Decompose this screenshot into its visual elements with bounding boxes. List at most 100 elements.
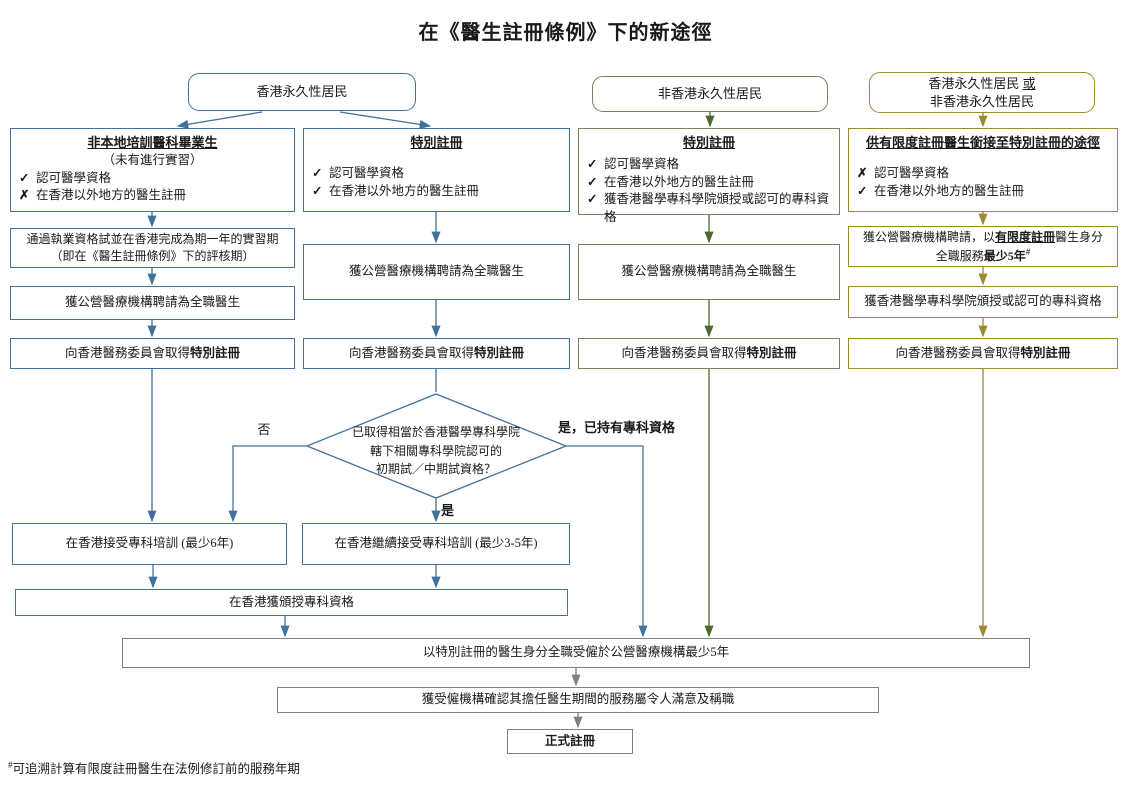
box-col1-public-employment: 獲公營醫療機構聘請為全職醫生: [10, 286, 295, 320]
cross-icon: ✗: [857, 166, 868, 181]
cross-icon: ✗: [19, 188, 30, 203]
criteria-item-text: 認可醫學資格: [329, 166, 405, 181]
limited-reg-line2-part1: 全職服務: [935, 248, 984, 263]
confirmation-text: 獲受僱機構確認其擔任醫生期間的服務屬令人滿意及稱職: [421, 692, 735, 707]
footnote-hash: #: [8, 759, 13, 770]
col1-criteria-title: 非本地培訓醫科畢業生: [87, 135, 218, 150]
criteria-item: ✗ 認可醫學資格: [857, 165, 1109, 183]
special-reg-text: 向香港醫務委員會取得特別註冊: [65, 345, 240, 363]
box-col4-limited-reg-service: 獲公營醫療機構聘請，以有限度註冊醫生身分 全職服務最少5年#: [848, 226, 1118, 267]
decision-question: 已取得相當於香港醫學專科學院 轄下相關專科學院認可的 初期試／中期試資格？: [320, 423, 552, 479]
decision-diamond: [305, 393, 568, 499]
box-col4-fellowship: 獲香港醫學專科學院頒授或認可的專科資格: [848, 286, 1118, 318]
special-reg-prefix: 向香港醫務委員會取得: [621, 345, 747, 360]
criteria-item: ✗ 在香港以外地方的醫生註冊: [19, 187, 286, 205]
criteria-item-text: 在香港以外地方的醫生註冊: [604, 174, 755, 189]
limited-reg-line2: 全職服務最少5年#: [936, 246, 1031, 265]
employment-text: 獲公營醫療機構聘請為全職醫生: [621, 264, 797, 279]
box-col4-criteria: 供有限度註冊醫生銜接至特別註冊的途徑 ✗ 認可醫學資格 ✓ 在香港以外地方的醫生…: [848, 128, 1118, 212]
decision-line2: 轄下相關專科學院認可的: [369, 443, 502, 458]
box-col3-special-registration: 向香港醫務委員會取得特別註冊: [578, 338, 840, 369]
fellowship-text: 獲香港醫學專科學院頒授或認可的專科資格: [864, 294, 1102, 309]
box-specialist-training-3-5y: 在香港繼續接受專科培訓 (最少3-5年): [302, 523, 570, 565]
special-reg-text: 向香港醫務委員會取得特別註冊: [895, 345, 1070, 363]
blue-path-arrows: [147, 111, 648, 638]
special-reg-text: 向香港醫務委員會取得特別註冊: [621, 345, 796, 363]
header-hk-permanent-resident: 香港永久性居民: [188, 73, 416, 111]
training-right-text: 在香港繼續接受專科培訓 (最少3-5年): [334, 536, 538, 551]
limited-reg-min-5-years: 最少5年: [983, 248, 1026, 263]
col1-criteria-subtitle: （未有進行實習）: [102, 153, 203, 168]
box-employed-5-years: 以特別註冊的醫生身分全職受僱於公營醫療機構最少5年: [122, 638, 1030, 668]
footnote: #可追溯計算有限度註冊醫生在法例修訂前的服務年期: [8, 758, 300, 777]
box-col2-public-employment: 獲公營醫療機構聘請為全職醫生: [303, 244, 570, 300]
criteria-item-text: 在香港以外地方的醫生註冊: [36, 188, 187, 203]
criteria-item-text: 認可醫學資格: [604, 157, 680, 172]
decision-line1: 已取得相當於香港醫學專科學院: [351, 425, 520, 439]
limited-reg-bold-underline: 有限度註冊: [994, 229, 1055, 244]
check-icon: ✓: [857, 183, 868, 198]
criteria-item-text: 認可醫學資格: [874, 166, 950, 181]
check-icon: ✓: [587, 192, 598, 207]
criteria-item-text: 認可醫學資格: [36, 170, 112, 185]
criteria-item: ✓ 獲香港醫學專科學院頒授或認可的專科資格: [587, 191, 831, 226]
criteria-item: ✓ 認可醫學資格: [587, 156, 831, 174]
header-either-resident: 香港永久性居民 或 非香港永久性居民: [869, 72, 1095, 113]
box-col3-criteria: 特別註冊 ✓ 認可醫學資格 ✓ 在香港以外地方的醫生註冊 ✓ 獲香港醫學專科學院…: [578, 128, 840, 224]
col2-criteria-title: 特別註冊: [410, 135, 463, 150]
check-icon: ✓: [312, 183, 323, 198]
limited-reg-part1: 獲公營醫療機構聘請，以: [862, 229, 995, 244]
header-either-pre: 香港永久性居民: [928, 75, 1023, 91]
box-col2-special-registration: 向香港醫務委員會取得特別註冊: [303, 338, 570, 369]
header-non-hk-permanent-resident: 非香港永久性居民: [592, 76, 828, 112]
box-employer-confirmation: 獲受僱機構確認其擔任醫生期間的服務屬令人滿意及稱職: [277, 687, 879, 713]
decision-line3: 初期試／中期試資格？: [375, 462, 496, 477]
limited-reg-line1: 獲公營醫療機構聘請，以有限度註冊醫生身分: [863, 229, 1103, 246]
full-registration-text: 正式註冊: [544, 733, 595, 748]
exam-line2: （即在《醫生註冊條例》下的評核期）: [50, 249, 255, 263]
special-reg-bold: 特別註冊: [474, 345, 525, 360]
special-reg-prefix: 向香港醫務委員會取得: [64, 345, 190, 360]
footnote-marker: #: [1025, 246, 1031, 257]
award-text: 在香港獲頒授專科資格: [228, 594, 354, 609]
criteria-item-text: 在香港以外地方的醫生註冊: [329, 183, 480, 198]
header-non-hk-label: 非香港永久性居民: [657, 85, 762, 101]
box-col1-special-registration: 向香港醫務委員會取得特別註冊: [10, 338, 295, 369]
criteria-item: ✓ 在香港以外地方的醫生註冊: [587, 174, 831, 192]
footnote-text: 可追溯計算有限度註冊醫生在法例修訂前的服務年期: [12, 762, 301, 776]
employment-text: 獲公營醫療機構聘請為全職醫生: [64, 295, 240, 310]
col4-criteria-title: 供有限度註冊醫生銜接至特別註冊的途徑: [865, 135, 1100, 150]
header-hk-label: 香港永久性居民: [256, 83, 348, 99]
green-path-arrows: [704, 112, 715, 638]
branch-label-yes: 是: [441, 503, 455, 518]
box-col1-exam-internship: 通過執業資格試並在香港完成為期一年的實習期 （即在《醫生註冊條例》下的評核期）: [10, 228, 295, 268]
header-either-line2: 非香港永久性居民: [929, 93, 1034, 109]
branch-label-no: 否: [257, 422, 271, 437]
training-left-text: 在香港接受專科培訓 (最少6年): [65, 536, 234, 551]
employment-text: 獲公營醫療機構聘請為全職醫生: [348, 264, 524, 279]
check-icon: ✓: [587, 174, 598, 189]
header-either-line1: 香港永久性居民 或: [928, 75, 1035, 93]
check-icon: ✓: [19, 170, 30, 185]
limited-reg-part2: 醫生身分: [1055, 229, 1104, 244]
special-reg-bold: 特別註冊: [746, 345, 797, 360]
criteria-item: ✓ 認可醫學資格: [312, 165, 561, 183]
criteria-item-text: 獲香港醫學專科學院頒授或認可的專科資格: [604, 192, 830, 224]
box-col3-public-employment: 獲公營醫療機構聘請為全職醫生: [578, 244, 840, 300]
special-reg-bold: 特別註冊: [1020, 345, 1071, 360]
branch-label-yes-specialist: 是，已持有專科資格: [558, 420, 676, 435]
criteria-item-text: 在香港以外地方的醫生註冊: [874, 183, 1025, 198]
criteria-item: ✓ 認可醫學資格: [19, 170, 286, 188]
special-reg-prefix: 向香港醫務委員會取得: [348, 345, 474, 360]
box-col1-criteria: 非本地培訓醫科畢業生 （未有進行實習） ✓ 認可醫學資格 ✗ 在香港以外地方的醫…: [10, 128, 295, 212]
criteria-item: ✓ 在香港以外地方的醫生註冊: [857, 183, 1109, 201]
gray-path-arrows: [571, 668, 583, 729]
box-specialist-training-6y: 在香港接受專科培訓 (最少6年): [12, 523, 287, 565]
box-col2-criteria: 特別註冊 ✓ 認可醫學資格 ✓ 在香港以外地方的醫生註冊: [303, 128, 570, 212]
exam-line1: 通過執業資格試並在香港完成為期一年的實習期: [26, 232, 279, 247]
special-reg-bold: 特別註冊: [190, 345, 241, 360]
check-icon: ✓: [312, 166, 323, 181]
header-either-or: 或: [1022, 75, 1036, 91]
